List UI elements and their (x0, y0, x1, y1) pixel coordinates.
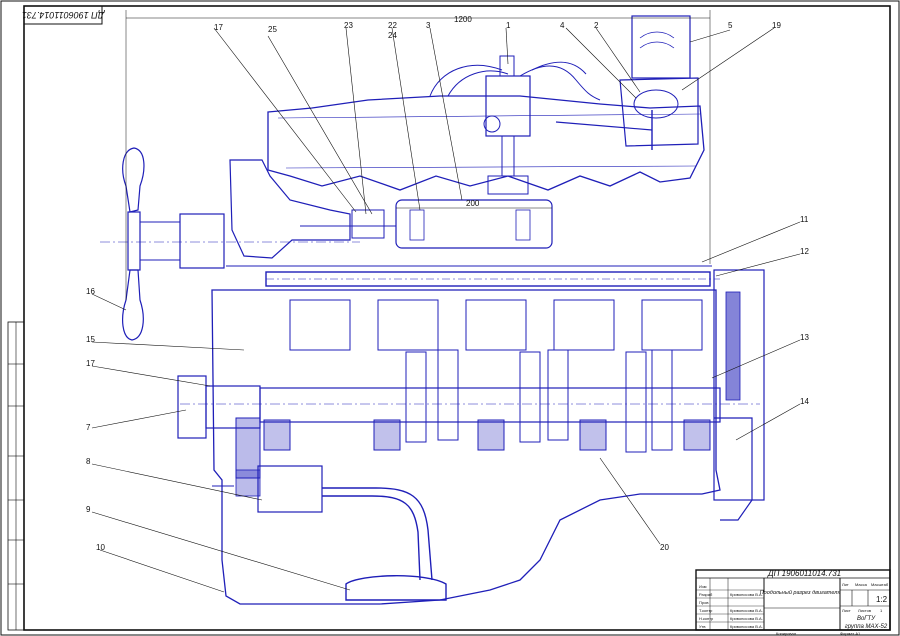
inner-frame (23, 5, 891, 631)
org-line-1: ВоГТУ (857, 616, 876, 622)
scale-header: Масштаб (871, 582, 889, 587)
role-3: Т.контр (699, 608, 713, 613)
callout-23: 23 (344, 21, 353, 30)
lit-header: Лит (842, 582, 849, 587)
callout-2: 2 (594, 21, 599, 30)
copied-label: Копировал (776, 631, 797, 636)
callout-20: 20 (660, 543, 669, 552)
name-1: Кривоносова В.А. (730, 592, 763, 597)
callout-14: 14 (800, 397, 809, 406)
role-0: Изм (699, 584, 707, 589)
role-5: Утв (699, 624, 706, 629)
mass-header: Масса (855, 582, 868, 587)
dimension-200: 200 (466, 199, 480, 208)
dimension-1200: 1200 (454, 15, 472, 24)
callout-11: 11 (800, 215, 809, 224)
water-pump (229, 159, 351, 259)
callout-16: 16 (86, 287, 95, 296)
callout-8: 8 (86, 457, 91, 466)
callout-19: 19 (772, 21, 781, 30)
format-label: Формат А1 (840, 631, 861, 636)
left-filing-strip (7, 321, 25, 631)
rotated-designation-box: ДП 1906011014.731 (22, 5, 105, 25)
title-block: ДП 1906011014.731 Продольный разрез двиг… (695, 569, 891, 636)
callout-9: 9 (86, 505, 91, 514)
callout-1: 1 (506, 21, 511, 30)
sheets-label: Листов (858, 608, 871, 613)
callout-25: 25 (268, 25, 277, 34)
rotated-doc-code: ДП 1906011014.731 (22, 10, 105, 20)
engine-section (100, 15, 765, 605)
callout-15: 15 (86, 335, 95, 344)
name-5: Кривоносова В.А. (730, 624, 763, 629)
air-filter (631, 15, 691, 79)
flywheel (713, 269, 765, 521)
callout-22: 22 (388, 21, 397, 30)
callout-17: 17 (86, 359, 95, 368)
crankshaft (259, 387, 721, 423)
sheets-count: 1 (880, 608, 883, 613)
name-4: Кривоносова В.А. (730, 616, 763, 621)
sheet-header: Лист (842, 608, 851, 613)
name-3: Кривоносова В.А. (730, 608, 763, 613)
role-4: Н.контр (699, 616, 714, 621)
callout-labels: 17 25 23 22 24 3 1 4 2 5 19 11 12 13 14 … (86, 15, 809, 552)
callout-5: 5 (728, 21, 733, 30)
crank-pulley (177, 375, 261, 479)
intake-manifold (267, 95, 705, 191)
callout-7: 7 (86, 423, 91, 432)
oil-filter-housing (395, 199, 553, 249)
cylinder-row (263, 299, 711, 453)
callout-6: 17 (214, 23, 223, 32)
distributor (485, 75, 531, 137)
callout-3: 3 (426, 21, 431, 30)
callout-4: 4 (560, 21, 565, 30)
callout-24: 24 (388, 31, 397, 40)
fan-assembly (100, 147, 360, 341)
role-2: Пров (699, 600, 708, 605)
scale-value: 1:2 (876, 595, 888, 604)
oil-pickup (345, 575, 447, 601)
title-block-doc-code: ДП 1906011014.731 (767, 569, 841, 578)
carburetor (619, 77, 699, 147)
callout-10: 10 (96, 543, 105, 552)
callout-12: 12 (800, 247, 809, 256)
callout-13: 13 (800, 333, 809, 342)
oil-pump (235, 465, 433, 581)
drawing-title: Продольный разрез двигателя (760, 589, 841, 596)
callout-leaders (91, 10, 801, 593)
role-1: Разраб (699, 592, 713, 597)
org-line-2: группа МАХ-52 (845, 624, 888, 630)
